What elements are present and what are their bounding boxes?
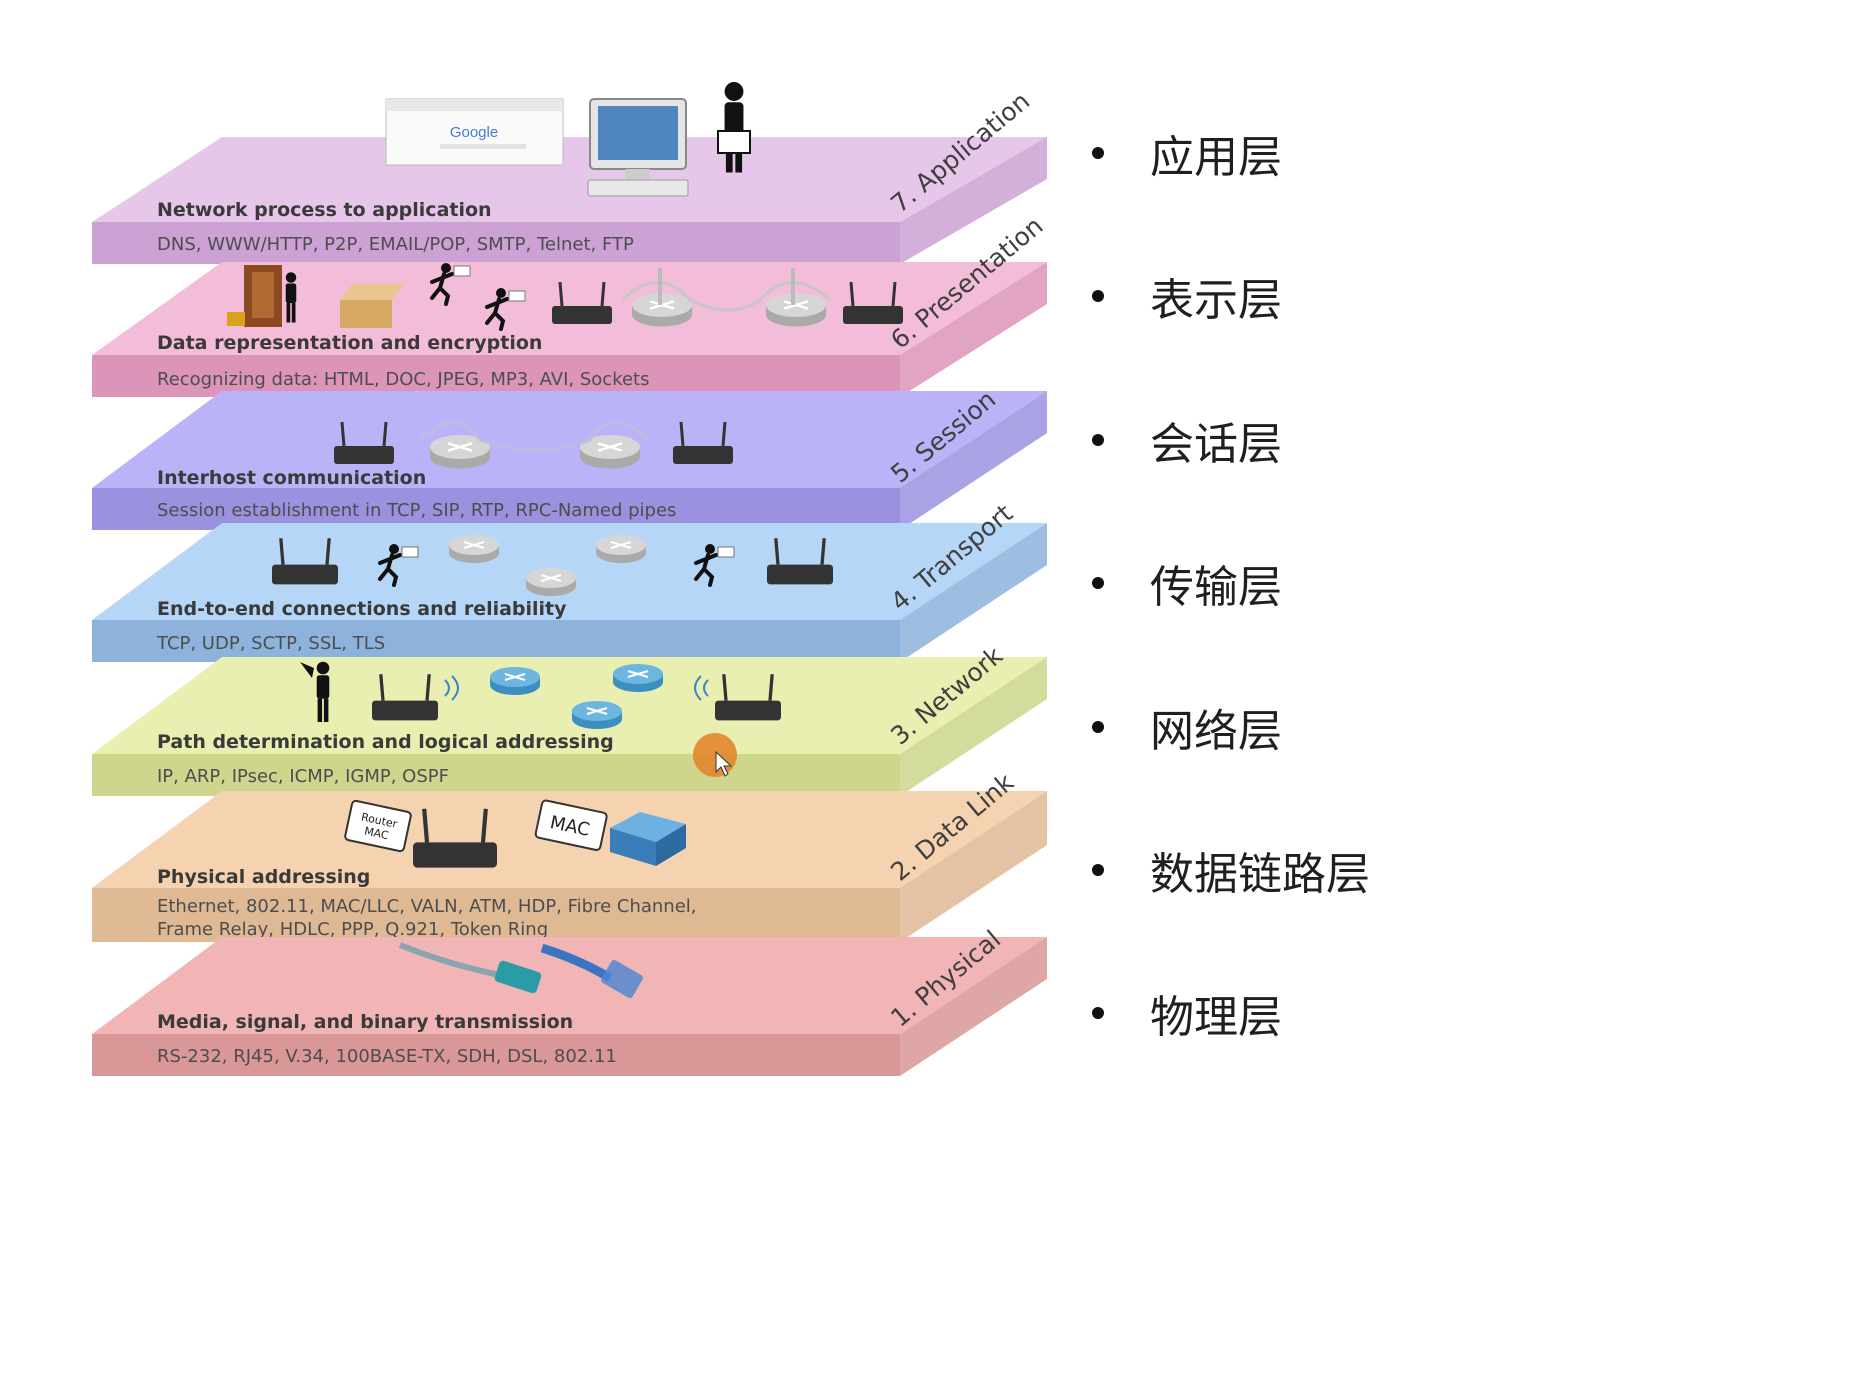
router-icon bbox=[525, 567, 577, 597]
layer-title: Media, signal, and binary transmission bbox=[157, 1011, 573, 1033]
layer-title: Data representation and encryption bbox=[157, 332, 542, 354]
layer-top-face bbox=[92, 137, 1047, 222]
chinese-layer-label: 物理层 bbox=[1150, 992, 1282, 1043]
layer-protocols: Recognizing data: HTML, DOC, JPEG, MP3, … bbox=[157, 369, 650, 390]
flag-icon bbox=[300, 662, 314, 678]
bullet-icon bbox=[1092, 434, 1104, 446]
chinese-layer-item: 物理层 bbox=[1080, 983, 1282, 1043]
chinese-layer-label: 数据链路层 bbox=[1150, 849, 1370, 900]
layer-front-face bbox=[92, 222, 900, 264]
router-icon bbox=[448, 534, 500, 564]
layer-1: Media, signal, and binary transmissionRS… bbox=[92, 925, 1047, 1076]
layer-side-face bbox=[900, 937, 1047, 1076]
layer-protocols: TCP, UDP, SCTP, SSL, TLS bbox=[156, 633, 385, 654]
chinese-layer-item: 表示层 bbox=[1080, 266, 1282, 326]
bullet-icon bbox=[1092, 721, 1104, 733]
open-box-icon bbox=[340, 284, 404, 328]
layer-front-face bbox=[92, 888, 900, 942]
door-person-icon bbox=[227, 265, 282, 327]
chinese-layer-item: 应用层 bbox=[1080, 123, 1282, 183]
chinese-layer-label: 网络层 bbox=[1150, 706, 1282, 757]
layer-title: Path determination and logical addressin… bbox=[157, 731, 614, 753]
bullet-icon bbox=[1092, 290, 1104, 302]
layer-protocols: Session establishment in TCP, SIP, RTP, … bbox=[157, 500, 676, 521]
browser-window-icon: Google bbox=[385, 98, 564, 166]
router-icon bbox=[764, 291, 828, 328]
cisco-router-icon bbox=[571, 700, 623, 730]
layer-front-face bbox=[92, 1034, 900, 1076]
chinese-layer-item: 会话层 bbox=[1080, 410, 1282, 470]
cursor-highlight bbox=[693, 733, 737, 777]
wifi-signal-icon bbox=[694, 675, 709, 701]
layer-3: Path determination and logical addressin… bbox=[92, 641, 1047, 796]
mac-tag: MAC bbox=[534, 799, 608, 851]
chinese-layer-item: 传输层 bbox=[1080, 553, 1282, 613]
ethernet-cable-icon bbox=[540, 943, 643, 999]
bullet-icon bbox=[1092, 147, 1104, 159]
layer-side-face bbox=[900, 262, 1047, 397]
layer-side-face bbox=[900, 791, 1047, 942]
layer-protocols: Ethernet, 802.11, MAC/LLC, VALN, ATM, HD… bbox=[157, 896, 697, 917]
layer-side-face bbox=[900, 657, 1047, 796]
envelope-icon bbox=[717, 130, 751, 154]
layer-4: End-to-end connections and reliabilityTC… bbox=[92, 498, 1047, 662]
network-switch-icon bbox=[610, 812, 686, 866]
layer-title: Interhost communication bbox=[157, 467, 426, 489]
mouse-cursor-icon bbox=[715, 750, 733, 777]
layer-protocols: DNS, WWW/HTTP, P2P, EMAIL/POP, SMTP, Tel… bbox=[157, 234, 634, 255]
bullet-icon bbox=[1092, 864, 1104, 876]
bridge-icon bbox=[418, 421, 652, 452]
layer-title: Network process to application bbox=[157, 199, 492, 221]
layer-top-face bbox=[92, 937, 1047, 1034]
layer-top-face bbox=[92, 391, 1047, 488]
wifi-signal-icon bbox=[444, 675, 459, 701]
layer-side-face bbox=[900, 391, 1047, 530]
bullet-icon bbox=[1092, 1007, 1104, 1019]
layer-top-face bbox=[92, 657, 1047, 754]
tag-text: MAC bbox=[363, 824, 390, 842]
layer-protocols: IP, ARP, IPsec, ICMP, IGMP, OSPF bbox=[157, 766, 449, 787]
chinese-layer-label: 传输层 bbox=[1150, 562, 1282, 613]
layer-front-face bbox=[92, 620, 900, 662]
layer-side-face bbox=[900, 137, 1047, 264]
layer-front-face bbox=[92, 355, 900, 397]
layer-front-face bbox=[92, 754, 900, 796]
chinese-layer-item: 网络层 bbox=[1080, 697, 1282, 757]
desktop-computer-icon bbox=[587, 98, 689, 197]
cisco-router-icon bbox=[612, 663, 664, 693]
chinese-layer-item: 数据链路层 bbox=[1080, 840, 1370, 900]
layer-side-face bbox=[900, 523, 1047, 662]
cisco-router-icon bbox=[489, 666, 541, 696]
layer-title: Physical addressing bbox=[157, 866, 370, 888]
chinese-layer-label: 应用层 bbox=[1150, 132, 1282, 183]
chinese-layer-label: 会话层 bbox=[1150, 419, 1282, 470]
router-icon bbox=[595, 534, 647, 564]
google-logo: Google bbox=[450, 124, 498, 141]
layer-title: End-to-end connections and reliability bbox=[157, 598, 567, 620]
fiber-cable-icon bbox=[398, 942, 542, 994]
bullet-icon bbox=[1092, 577, 1104, 589]
layer-protocols: Frame Relay, HDLC, PPP, Q.921, Token Rin… bbox=[157, 919, 548, 940]
layer-protocols: RS-232, RJ45, V.34, 100BASE-TX, SDH, DSL… bbox=[157, 1046, 617, 1067]
chinese-layer-label: 表示层 bbox=[1150, 275, 1282, 326]
